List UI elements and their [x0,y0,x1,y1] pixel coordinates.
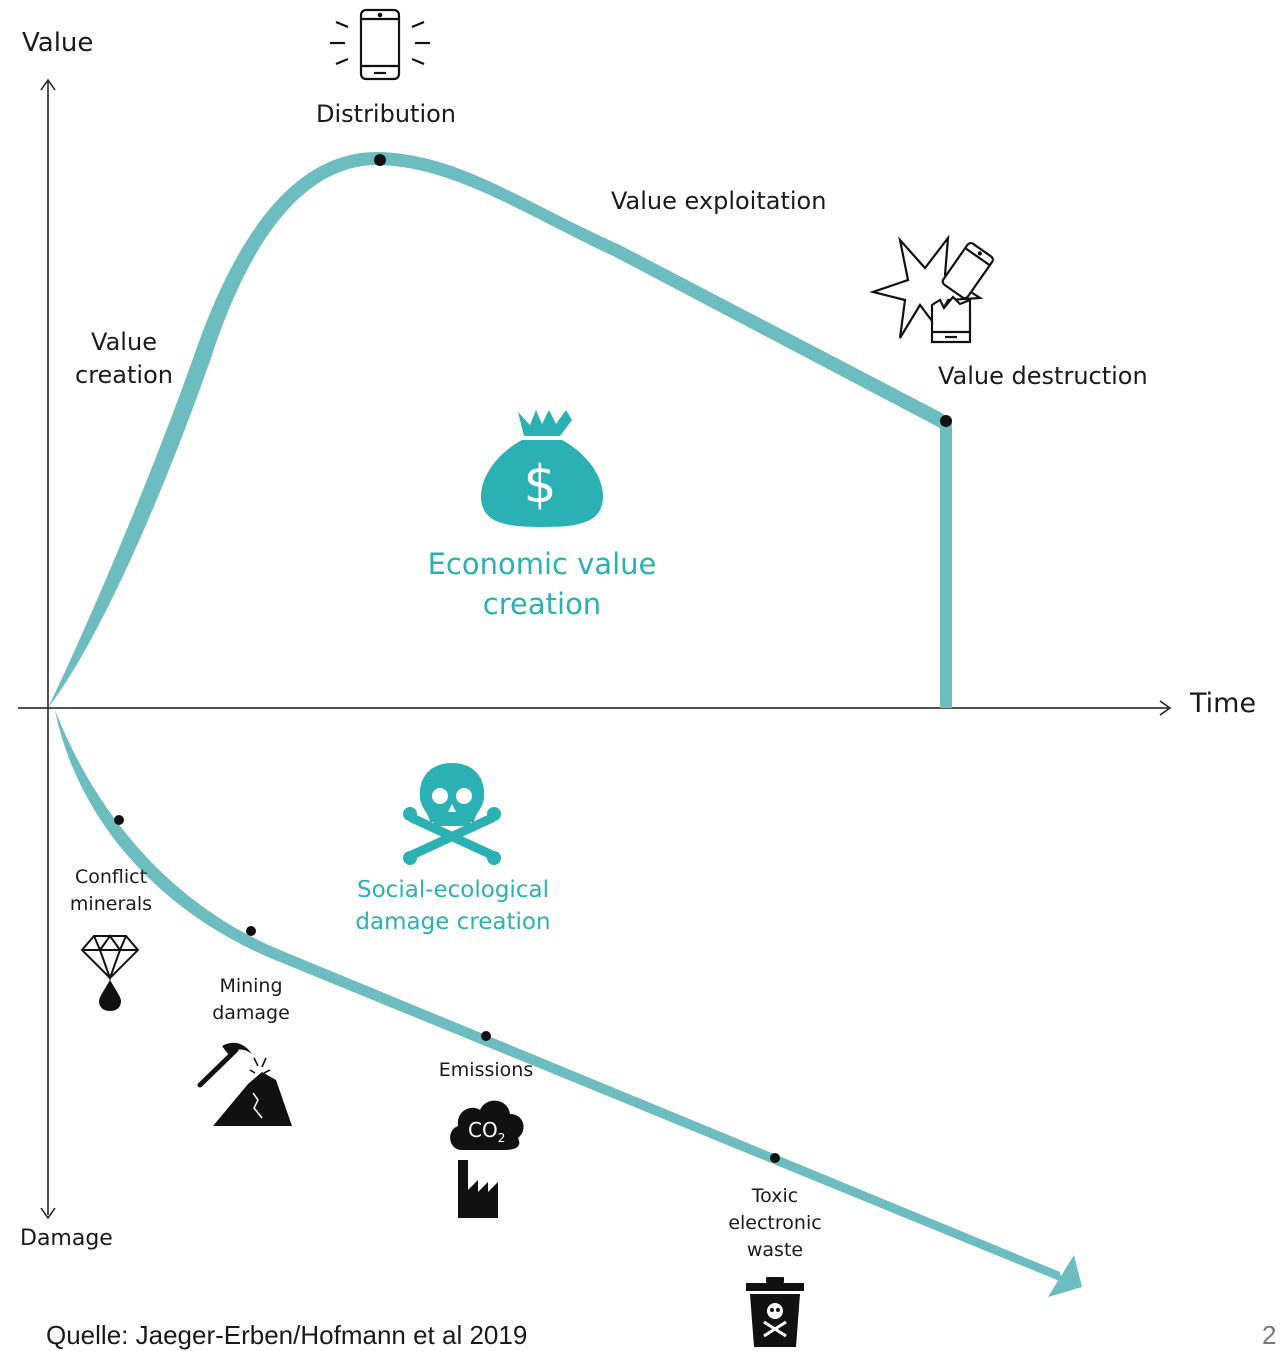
point-distribution [374,154,386,166]
co2-text: CO [468,1118,498,1142]
co2-subscript: 2 [498,1131,506,1145]
economic-line2: creation [482,587,602,621]
axes [18,78,1172,1220]
co2-factory-icon [450,1100,524,1218]
toxic-line1: Toxic [751,1185,799,1207]
smartphone-icon [330,8,430,81]
damage-arrowhead [40,1207,56,1220]
mining-line2: damage [212,1002,290,1024]
mining-line1: Mining [219,975,283,997]
diamond-blood-icon [80,934,140,1012]
co2-label: CO2 [468,1118,505,1145]
value-curve [48,151,952,709]
value-arrowhead [40,78,56,91]
pickaxe-mountain-icon [197,1042,292,1126]
damage-line2: damage creation [355,909,551,935]
page-number: 2 [1262,1320,1277,1350]
distribution-label: Distribution [316,100,457,128]
value-exploitation-label: Value exploitation [611,187,827,215]
toxic-line2: electronic [728,1212,822,1234]
broken-phone-icon [869,234,994,344]
value-creation-line2: creation [75,361,173,389]
value-creation-line1: Value [91,328,157,356]
money-bag-icon [480,410,604,527]
dollar-sign: $ [523,455,556,515]
value-axis-label: Value [22,28,94,58]
toxic-bin-icon [746,1277,804,1347]
skull-crossbones-icon [403,763,501,865]
point-destruction [940,415,952,427]
conflict-minerals-label: Conflict minerals [56,864,166,918]
damage-arrowhead-teal [1048,1255,1082,1297]
value-creation-label: Value creation [64,326,184,392]
emissions-label: Emissions [438,1059,534,1081]
point-emissions [481,1031,491,1041]
conflict-line1: Conflict [74,866,148,888]
damage-creation-label: Social-ecological damage creation [340,874,566,938]
value-destruction-label: Value destruction [938,362,1148,390]
time-axis-label: Time [1190,688,1257,719]
toxic-waste-label: Toxic electronic waste [715,1183,835,1264]
time-arrowhead [1159,700,1172,716]
point-conflict-minerals [114,815,124,825]
economic-line1: Economic value [427,547,657,581]
point-toxic-waste [770,1153,780,1163]
mining-damage-label: Mining damage [196,973,306,1027]
toxic-line3: waste [746,1239,804,1261]
conflict-line2: minerals [69,893,153,915]
damage-line1: Social-ecological [357,877,549,903]
economic-value-label: Economic value creation [400,544,684,624]
damage-axis-label: Damage [20,1226,113,1251]
curve-points [114,154,952,1163]
point-mining-damage [246,926,256,936]
source-citation: Quelle: Jaeger-Erben/Hofmann et al 2019 [46,1320,528,1350]
